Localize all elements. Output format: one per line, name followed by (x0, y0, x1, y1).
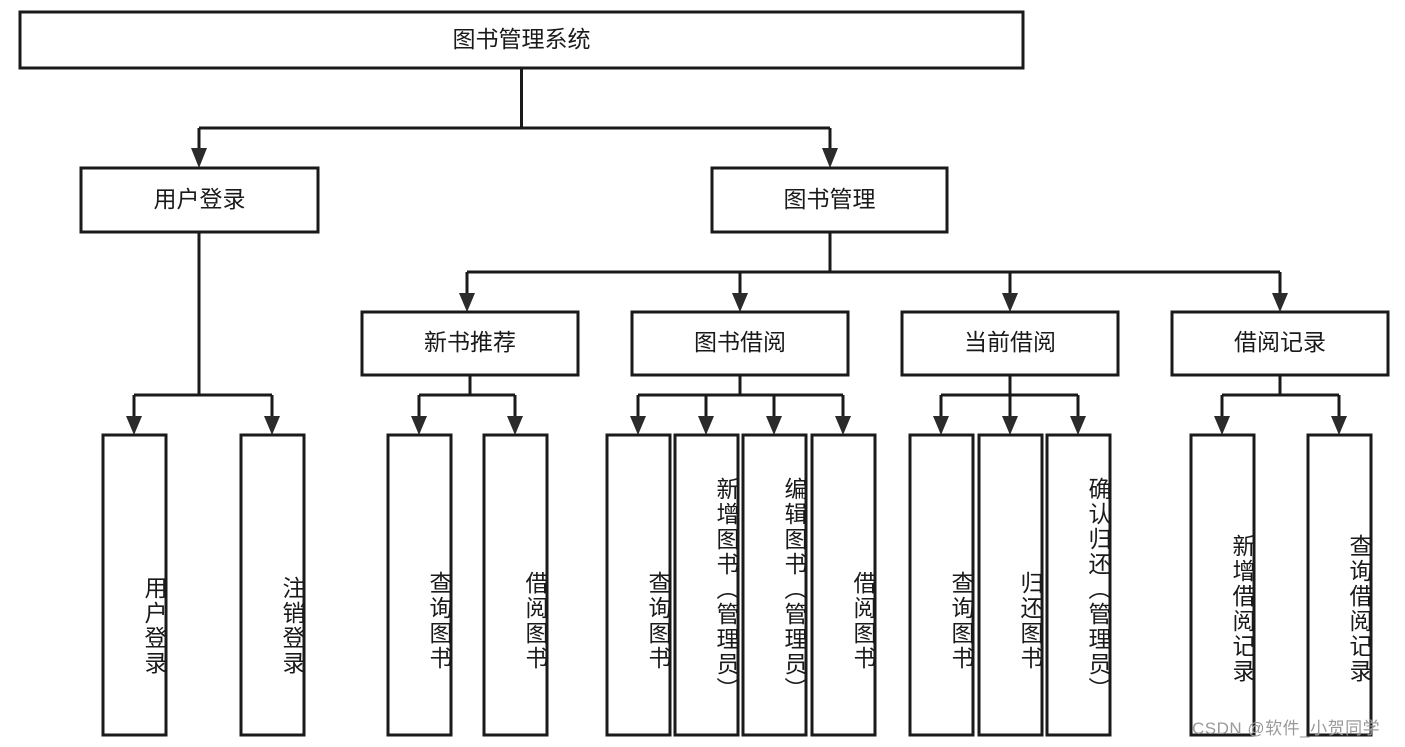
node-leaf-edit-book-admin[interactable] (741, 433, 808, 737)
connector-borrow-to-leaves (630, 375, 851, 435)
node-borrow-records-label: 借阅记录 (1234, 329, 1326, 355)
node-book-management[interactable] (710, 166, 949, 234)
node-leaf-query-books-2[interactable] (605, 433, 672, 737)
node-current-borrow-label: 当前借阅 (964, 329, 1056, 355)
node-user-login-label: 用户登录 (154, 186, 246, 212)
node-book-management-label: 图书管理 (784, 186, 876, 212)
connector-newbooks-to-leaves (411, 375, 523, 435)
node-leaf-query-books-1[interactable] (386, 433, 453, 737)
node-user-login[interactable] (79, 166, 320, 234)
node-leaf-return-books[interactable] (977, 433, 1044, 737)
node-leaf-user-login[interactable] (101, 433, 168, 737)
connector-userlogin-to-leaves (126, 232, 280, 435)
node-book-borrow[interactable] (630, 310, 850, 377)
node-new-book-recommend-label: 新书推荐 (424, 329, 516, 355)
node-leaf-confirm-return-admin[interactable] (1045, 433, 1112, 737)
csdn-watermark: CSDN @软件_小贺同学 (1192, 719, 1381, 738)
connector-current-to-leaves (933, 375, 1086, 435)
node-borrow-records[interactable] (1170, 310, 1390, 377)
node-leaf-borrow-books-2[interactable] (810, 433, 877, 737)
node-leaf-logout[interactable] (239, 433, 306, 737)
node-leaf-query-books-3[interactable] (908, 433, 975, 737)
node-root[interactable] (18, 10, 1025, 70)
connector-root-to-level2 (191, 68, 838, 168)
node-leaf-query-borrow-record[interactable] (1306, 433, 1373, 737)
node-new-book-recommend[interactable] (360, 310, 580, 377)
node-book-borrow-label: 图书借阅 (694, 329, 786, 355)
node-leaf-add-book-admin[interactable] (673, 433, 740, 737)
node-leaf-borrow-books-1[interactable] (482, 433, 549, 737)
node-current-borrow[interactable] (900, 310, 1120, 377)
node-root-label: 图书管理系统 (453, 26, 591, 52)
connector-bookmgmt-to-level3 (459, 232, 1288, 312)
node-leaf-add-borrow-record[interactable] (1189, 433, 1256, 737)
connector-records-to-leaves (1214, 375, 1347, 435)
